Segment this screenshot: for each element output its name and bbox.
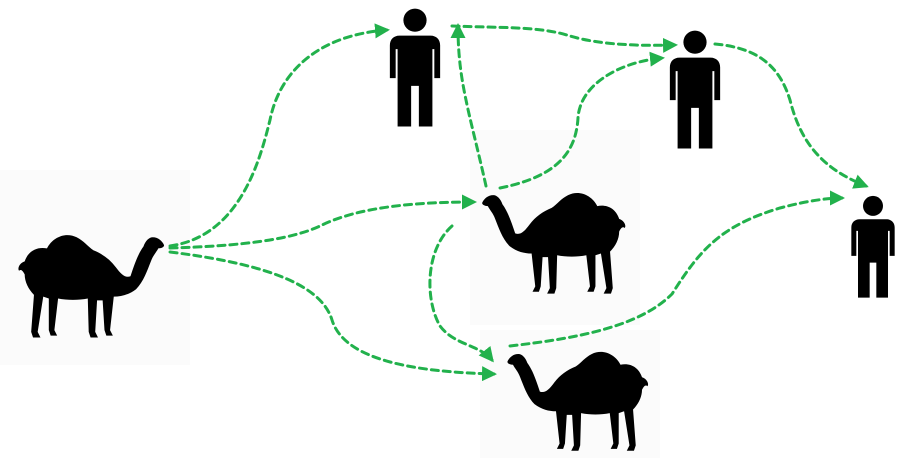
arrow-camel-middle-to-person-top <box>450 23 488 188</box>
arrow-camel-middle-to-camel-bottom <box>428 224 494 363</box>
arrow-camel-source-to-person-top <box>168 23 390 248</box>
arrow-camel-middle-to-person-upper-right <box>498 51 665 190</box>
arrow-person-top-to-person-upper-right <box>450 24 678 53</box>
arrow-camel-source-to-camel-middle <box>168 194 477 250</box>
person-top-icon <box>389 8 441 127</box>
arrow-person-upper-right-to-person-right <box>713 42 869 189</box>
arrow-camel-source-to-camel-bottom <box>168 250 497 382</box>
arrow-camel-bottom-to-person-right <box>508 190 845 348</box>
arrows <box>168 23 869 382</box>
person-right-icon <box>851 195 895 298</box>
person-upper-right-icon <box>669 30 721 149</box>
